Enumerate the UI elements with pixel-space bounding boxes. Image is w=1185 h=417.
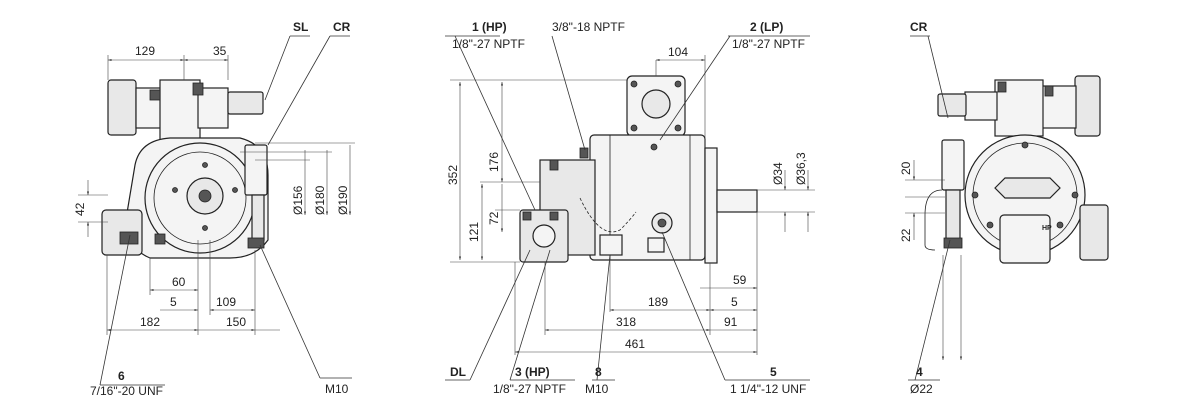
label-1hp-thread: 1/8"-27 NPTF (452, 37, 525, 51)
label-hp-mark: HP (1042, 225, 1052, 232)
label-dl: DL (450, 365, 466, 379)
dim-352: 352 (446, 165, 460, 185)
dim-d156: Ø156 (291, 185, 305, 215)
dim-d363: Ø36,3 (794, 152, 808, 185)
dim-60: 60 (172, 275, 186, 289)
dim-121: 121 (467, 222, 481, 242)
dim-109: 109 (216, 295, 236, 309)
left-view (78, 35, 355, 386)
dim-129: 129 (135, 44, 155, 58)
dim-d190: Ø190 (336, 185, 350, 215)
dim-35: 35 (213, 44, 227, 58)
dim-72: 72 (487, 211, 501, 225)
label-4-num: 4 (916, 365, 923, 379)
label-8-num: 8 (595, 365, 602, 379)
dim-461: 461 (625, 337, 645, 351)
dim-318: 318 (616, 315, 636, 329)
label-3hp-num: 3 (HP) (515, 365, 550, 379)
dim-182: 182 (140, 315, 160, 329)
label-6-num: 6 (118, 369, 125, 383)
label-nptf38: 3/8"-18 NPTF (552, 20, 625, 34)
label-5-num: 5 (770, 365, 777, 379)
dim-22: 22 (899, 228, 913, 242)
dim-104: 104 (668, 45, 688, 59)
dim-d180: Ø180 (313, 185, 327, 215)
label-cr-right: CR (910, 20, 928, 34)
dim-189: 189 (648, 295, 668, 309)
center-view (445, 35, 815, 381)
dim-150: 150 (226, 315, 246, 329)
label-3hp-thread: 1/8"-27 NPTF (493, 382, 566, 396)
dim-91: 91 (724, 315, 738, 329)
dim-176: 176 (487, 152, 501, 172)
label-cr-left: CR (333, 20, 351, 34)
label-2lp-thread: 1/8"-27 NPTF (732, 37, 805, 51)
label-6-thread: 7/16"-20 UNF (90, 384, 163, 398)
dim-d34: Ø34 (771, 162, 785, 185)
label-1hp-num: 1 (HP) (472, 20, 507, 34)
dim-59: 59 (733, 273, 747, 287)
label-8-thread: M10 (585, 382, 609, 396)
dim-20: 20 (899, 161, 913, 175)
label-2lp-num: 2 (LP) (750, 20, 783, 34)
label-m10-left: M10 (325, 382, 349, 396)
label-sl: SL (293, 20, 308, 34)
right-view (905, 35, 1109, 381)
label-4-dia: Ø22 (910, 382, 933, 396)
dim-5-center: 5 (731, 295, 738, 309)
label-5-thread: 1 1/4"-12 UNF (730, 382, 806, 396)
dim-42: 42 (73, 202, 87, 216)
dim-5-left: 5 (170, 295, 177, 309)
